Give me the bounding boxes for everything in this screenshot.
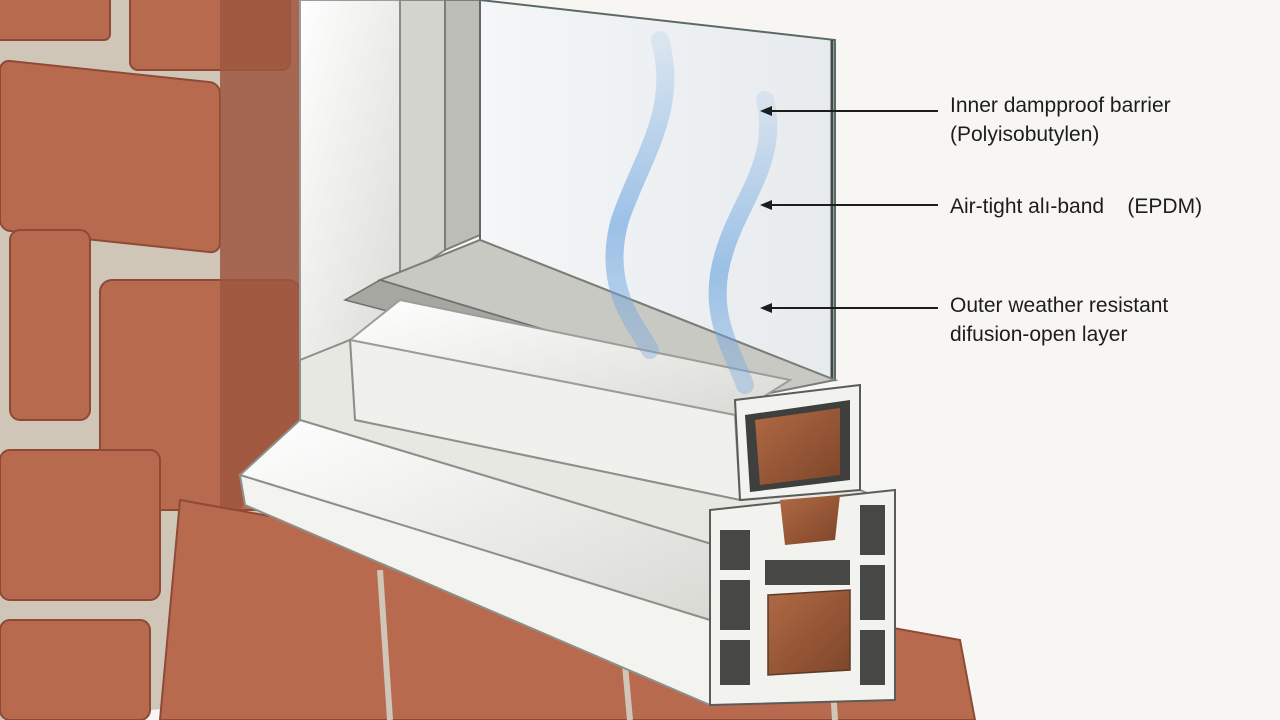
window-frame xyxy=(238,0,897,707)
arrow-air-tight-band xyxy=(760,200,938,210)
arrow-inner-barrier xyxy=(760,106,938,116)
annotation-labels: Inner dampproof barrier (Polyisobutylen)… xyxy=(950,94,1202,346)
label-air-tight-band: Air-tight alı-band (EPDM) xyxy=(950,195,1202,218)
vapor-flow xyxy=(605,31,778,394)
label-outer-layer-line-2: difusion-open layer xyxy=(950,323,1127,346)
profile-cross-section xyxy=(709,383,896,707)
label-inner-barrier-line-2: (Polyisobutylen) xyxy=(950,123,1099,146)
label-inner-barrier-line-1: Inner dampproof barrier xyxy=(950,94,1171,117)
label-outer-layer-line-1: Outer weather resistant xyxy=(950,294,1168,317)
annotation-arrows xyxy=(760,106,938,313)
arrow-outer-layer xyxy=(760,303,938,313)
